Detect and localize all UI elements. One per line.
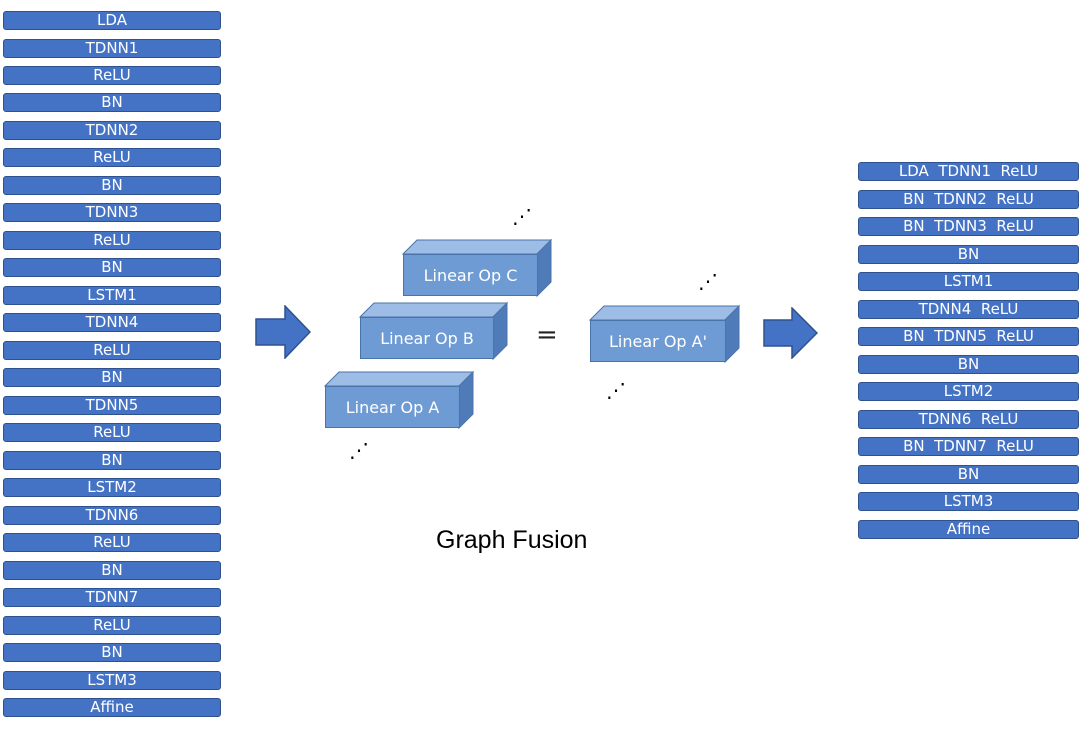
right-layer-block: LSTM2 [858,382,1079,401]
right-layer-block: TDNN6 ReLU [858,409,1079,429]
left-layer-block: ReLU [3,66,221,85]
diagram-caption: Graph Fusion [436,526,588,554]
ellipsis-top: ⋰ [512,204,532,228]
ellipsis-bottom-left: ⋰ [349,438,369,462]
left-layer-block: TDNN4 [3,313,221,333]
left-layer-block: TDNN6 [3,505,221,525]
ellipsis-right-top: ⋰ [698,269,718,293]
linear-op-a-box: Linear Op A [323,370,475,430]
left-layer-block: BN [3,93,221,113]
right-layer-block: LSTM3 [858,492,1079,511]
left-layer-block: ReLU [3,615,221,635]
linear-op-c-box: Linear Op C [401,238,553,298]
left-layer-block: TDNN7 [3,588,221,608]
left-layer-block: ReLU [3,423,221,443]
left-layer-block: BN [3,560,221,580]
left-layer-block: LSTM2 [3,478,221,498]
equals-sign: = [536,320,558,350]
left-layer-block: ReLU [3,533,221,553]
right-layer-block: TDNN4 ReLU [858,299,1079,319]
left-layer-block: LDA [3,11,221,30]
left-layer-block: BN [3,450,221,470]
left-layer-block: TDNN2 [3,120,221,140]
linear-op-a-label: Linear Op A [325,386,460,428]
left-layer-block: BN [3,368,221,388]
right-layer-block: BN TDNN2 ReLU [858,189,1079,209]
right-layer-block: BN TDNN5 ReLU [858,327,1079,346]
left-layer-block: BN [3,175,221,195]
right-layer-block: LSTM1 [858,272,1079,291]
linear-op-b-box: Linear Op B [358,301,509,361]
right-layer-block: BN TDNN3 ReLU [858,217,1079,236]
right-layer-block: BN [858,464,1079,484]
linear-op-a-prime-box: Linear Op A' [588,304,741,364]
left-layer-block: BN [3,643,221,662]
left-layer-block: TDNN1 [3,38,221,58]
left-layer-block: ReLU [3,148,221,168]
left-layer-block: ReLU [3,230,221,250]
ellipsis-right-bottom: ⋰ [606,378,626,402]
linear-op-c-label: Linear Op C [403,254,538,296]
left-layer-block: LSTM3 [3,670,221,690]
left-layer-block: BN [3,258,221,278]
right-layer-block: LDA TDNN1 ReLU [858,162,1079,181]
left-layer-block: Affine [3,698,221,717]
right-arrow-icon [255,305,311,359]
right-arrow-icon [763,307,818,359]
left-layer-block: LSTM1 [3,285,221,305]
linear-op-a-prime-label: Linear Op A' [590,320,726,362]
right-layer-block: Affine [858,519,1079,539]
left-layer-block: TDNN3 [3,203,221,223]
linear-op-b-label: Linear Op B [360,317,494,359]
left-layer-block: ReLU [3,340,221,360]
right-layer-block: BN TDNN7 ReLU [858,437,1079,456]
right-layer-block: BN [858,354,1079,374]
left-layer-block: TDNN5 [3,395,221,415]
right-layer-block: BN [858,244,1079,264]
